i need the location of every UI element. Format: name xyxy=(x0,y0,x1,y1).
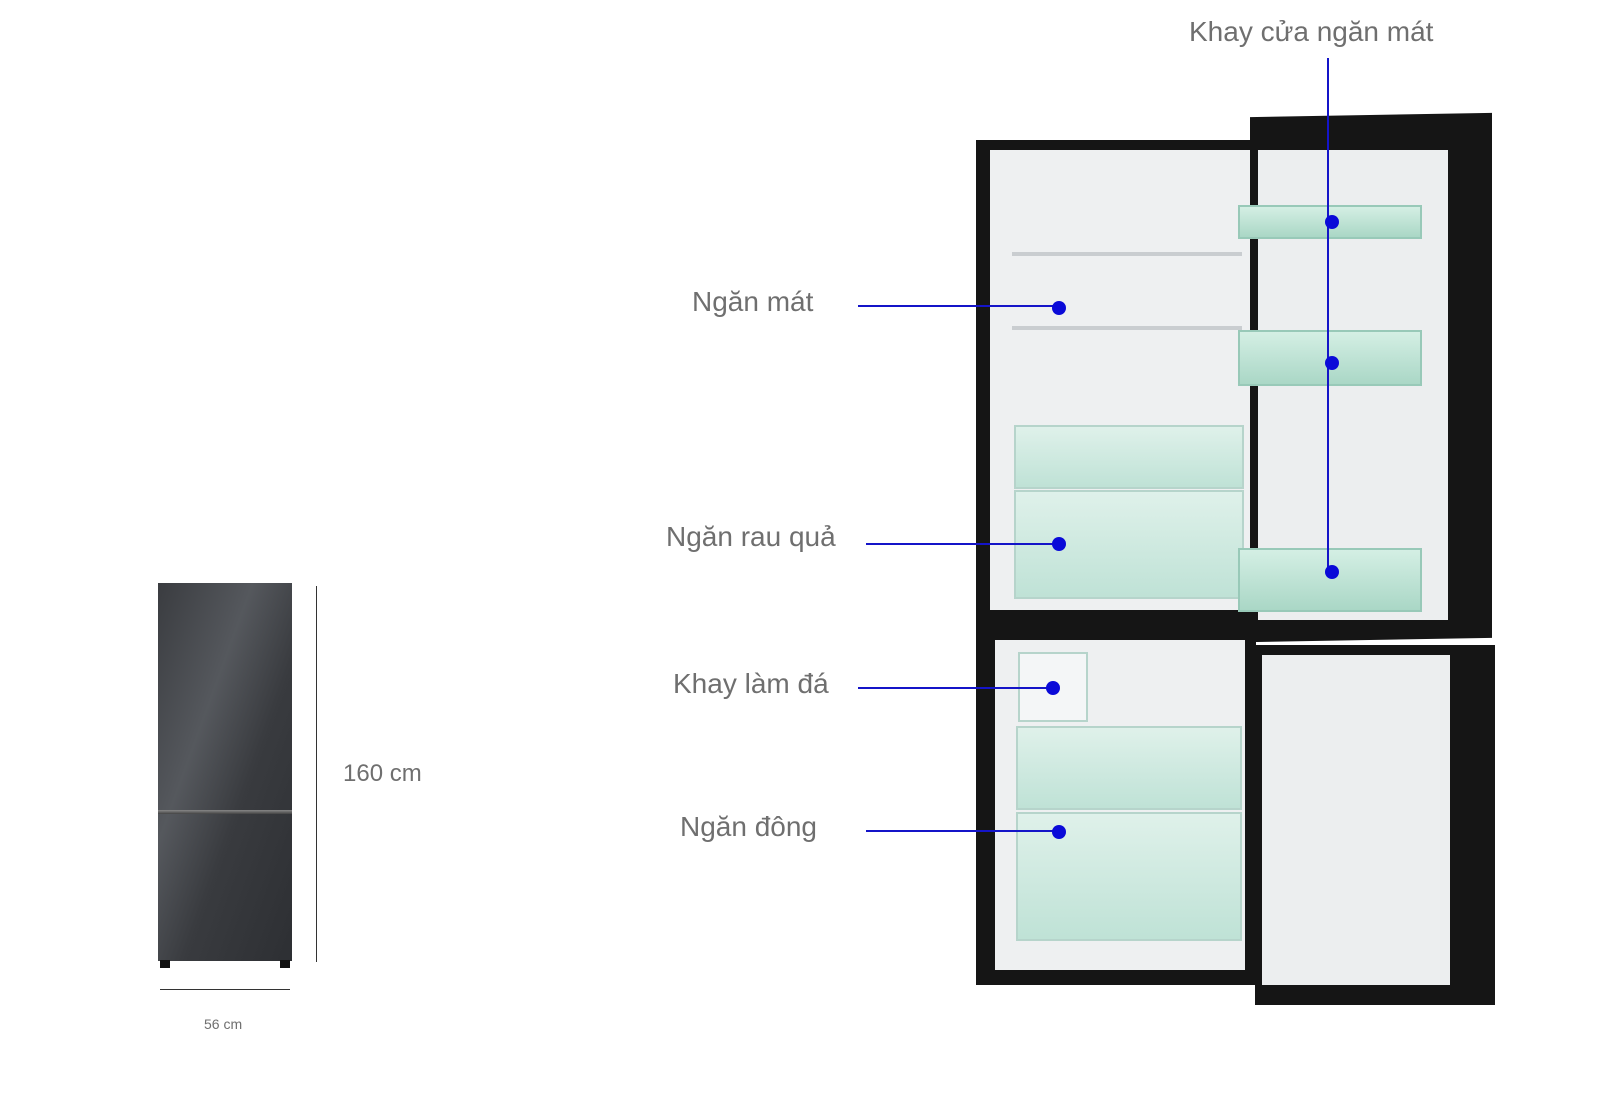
height-label: 160 cm xyxy=(343,760,422,787)
crisper-drawer xyxy=(1014,490,1244,599)
callout-dot xyxy=(1052,825,1066,839)
fridge-foot xyxy=(160,960,170,968)
glass-shelf xyxy=(1012,326,1242,330)
fridge-foot xyxy=(280,960,290,968)
glass-shelf xyxy=(1012,252,1242,256)
callout-dot xyxy=(1046,681,1060,695)
callout-dot xyxy=(1052,301,1066,315)
callout-fridge: Ngăn mát xyxy=(692,286,814,317)
freezer-drawer xyxy=(1016,726,1242,810)
width-label: 56 cm xyxy=(204,1016,243,1032)
callout-crisper: Ngăn rau quả xyxy=(666,521,836,552)
callout-dot xyxy=(1325,356,1339,370)
callout-line xyxy=(858,687,1052,689)
closed-fridge-divider xyxy=(158,810,292,814)
callout-dot xyxy=(1325,565,1339,579)
callout-line xyxy=(866,830,1058,832)
callout-ice-tray: Khay làm đá xyxy=(673,668,829,699)
callout-line xyxy=(1327,58,1329,572)
width-arrow xyxy=(160,989,290,990)
callout-line xyxy=(858,305,1058,307)
height-arrow xyxy=(316,586,317,962)
callout-dot xyxy=(1052,537,1066,551)
freezer-door-liner xyxy=(1262,655,1450,985)
callout-freezer: Ngăn đông xyxy=(680,811,818,842)
callout-line xyxy=(866,543,1058,545)
callout-door-shelves: Khay cửa ngăn mát xyxy=(1189,16,1434,47)
closed-fridge-image xyxy=(158,583,292,961)
callout-dot xyxy=(1325,215,1339,229)
door-shelf xyxy=(1238,548,1422,612)
fresh-select-drawer xyxy=(1014,425,1244,489)
